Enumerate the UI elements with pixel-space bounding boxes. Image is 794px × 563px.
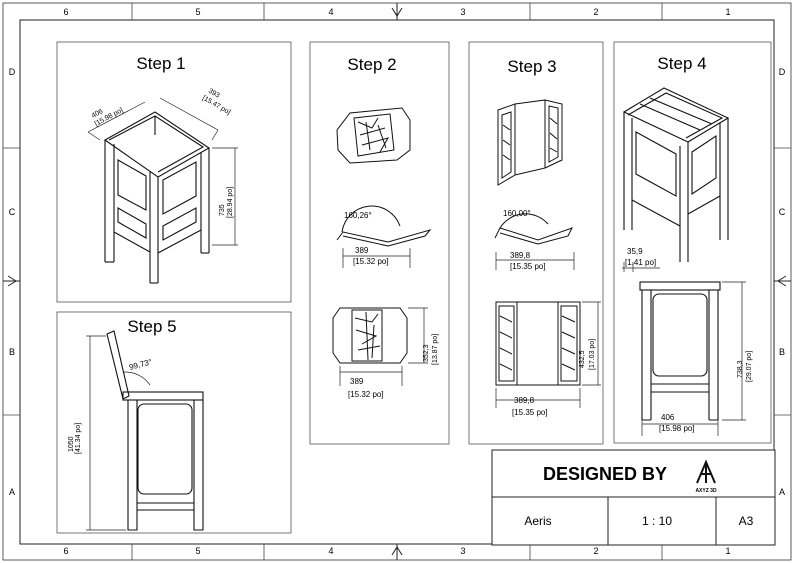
backrest-angle-label: 99,73° (128, 357, 153, 372)
step4-panel: Step 4 35,9 [1.41 po] (613, 41, 772, 444)
step3-dim-labels-b: 389,8 [15.35 po] 432,5 [17.03 po] (512, 339, 596, 417)
seat-panel-bent (336, 107, 411, 164)
centering-marks (3, 3, 791, 560)
step1-dimension-lines (87, 97, 238, 246)
bend-angle-label: 160,00° (503, 209, 531, 218)
step1-title: Step 1 (136, 54, 185, 73)
col-label-bottom: 3 (460, 546, 465, 556)
step1-dimension-labels: 406 [15.98 po] 393 [15.47 po] 735 [28.94… (91, 88, 234, 218)
step5-title: Step 5 (127, 317, 176, 336)
step3-panel: Step 3 160,00° 389,8 [15.35 po] (468, 41, 604, 445)
zone-ticks (3, 3, 791, 560)
step2-dim-labels-a: 160,26° 389 [15.32 po] (344, 211, 389, 266)
axyz-logo (696, 459, 716, 484)
flat-width-in-label: [15.32 po] (348, 390, 384, 399)
width-label: 406 (661, 413, 675, 422)
height-label: 1050 (68, 436, 75, 452)
step2-dim-labels-b: 389 [15.32 po] 352,3 [13.87 po] (348, 334, 439, 399)
bend-angle-label: 160,26° (344, 211, 372, 220)
height-label: 735 (219, 204, 226, 216)
width-in-label: [15.98 po] (659, 424, 695, 433)
width-label: 393 (207, 88, 221, 100)
seat-panel-profile (336, 205, 432, 247)
designed-by-label: DESIGNED BY (543, 464, 667, 484)
seat-panel-flat (332, 307, 408, 364)
side-panel-bent (497, 99, 563, 186)
width-label: 389 (355, 246, 369, 255)
height-in-label: [29.07 po] (746, 351, 753, 382)
row-label-right: C (779, 207, 786, 217)
col-label-bottom: 2 (593, 546, 598, 556)
thickness-label: 35,9 (627, 247, 643, 256)
width-in-label: [15.35 po] (510, 262, 546, 271)
flat-width-label: 389 (350, 377, 364, 386)
row-label-left: B (9, 347, 15, 357)
height-label: 738,3 (737, 360, 744, 378)
drawing-scale: 1 : 10 (642, 514, 672, 528)
row-label-left: C (9, 207, 16, 217)
row-label-right: A (779, 487, 785, 497)
height-in-label: [28.94 po] (227, 187, 234, 218)
height-in-label: [41.34 po] (75, 423, 82, 454)
step1-panel: Step 1 406 [15.98 (56, 41, 292, 303)
side-panel-flat (495, 301, 581, 386)
step3-title: Step 3 (507, 57, 556, 76)
logo-text: AXYZ 3D (695, 488, 717, 494)
flat-height-label: 352,3 (423, 344, 430, 362)
col-label-bottom: 6 (63, 546, 68, 556)
col-label-top: 2 (593, 7, 598, 17)
row-label-right: B (779, 347, 785, 357)
step4-dimension-lines (622, 262, 746, 436)
flat-height-in-label: [13.87 po] (432, 334, 439, 365)
flat-width-in-label: [15.35 po] (512, 408, 548, 417)
flat-height-in-label: [17.03 po] (589, 339, 596, 370)
col-label-top: 4 (328, 7, 333, 17)
step3-dim-labels-a: 160,00° 389,8 [15.35 po] (503, 209, 546, 271)
sheet-size: A3 (739, 514, 754, 528)
step4-title: Step 4 (657, 54, 706, 73)
col-label-top: 1 (725, 7, 730, 17)
flat-width-label: 389,8 (514, 396, 535, 405)
side-panel-profile (494, 213, 574, 245)
col-label-top: 3 (460, 7, 465, 17)
step4-dimension-labels: 35,9 [1.41 po] 738,3 [29.07 po] 406 [15.… (625, 247, 753, 433)
stool-assembled-iso (622, 87, 730, 262)
step5-panel: Step 5 99,73° 1050 [41.34 po] (56, 311, 292, 534)
title-block: DESIGNED BY AXYZ 3D Aeris 1 : 10 A3 (491, 449, 776, 546)
row-label-right: D (779, 67, 786, 77)
step2-title: Step 2 (347, 55, 396, 74)
col-label-top: 6 (63, 7, 68, 17)
col-label-bottom: 5 (195, 546, 200, 556)
stool-side-with-backrest (106, 330, 204, 531)
row-label-left: A (9, 487, 15, 497)
drawing-name: Aeris (524, 514, 551, 528)
width-in-label: [15.32 po] (353, 257, 389, 266)
col-label-top: 5 (195, 7, 200, 17)
col-label-bottom: 4 (328, 546, 333, 556)
row-label-left: D (9, 67, 16, 77)
width-label: 389,8 (510, 251, 531, 260)
step5-dimension-lines (86, 335, 151, 531)
zone-labels: 6 5 4 3 2 1 6 5 4 3 2 1 D C B A D C B A (9, 7, 786, 556)
flat-height-label: 432,5 (579, 350, 586, 368)
stool-frame-iso (103, 111, 211, 284)
col-label-bottom: 1 (725, 546, 730, 556)
step2-panel: Step 2 160,26° 389 [15.32 po] 389 (309, 41, 450, 445)
stool-front-view (639, 281, 721, 421)
thickness-in-label: [1.41 po] (625, 258, 656, 267)
depth-label: 406 (91, 108, 105, 120)
